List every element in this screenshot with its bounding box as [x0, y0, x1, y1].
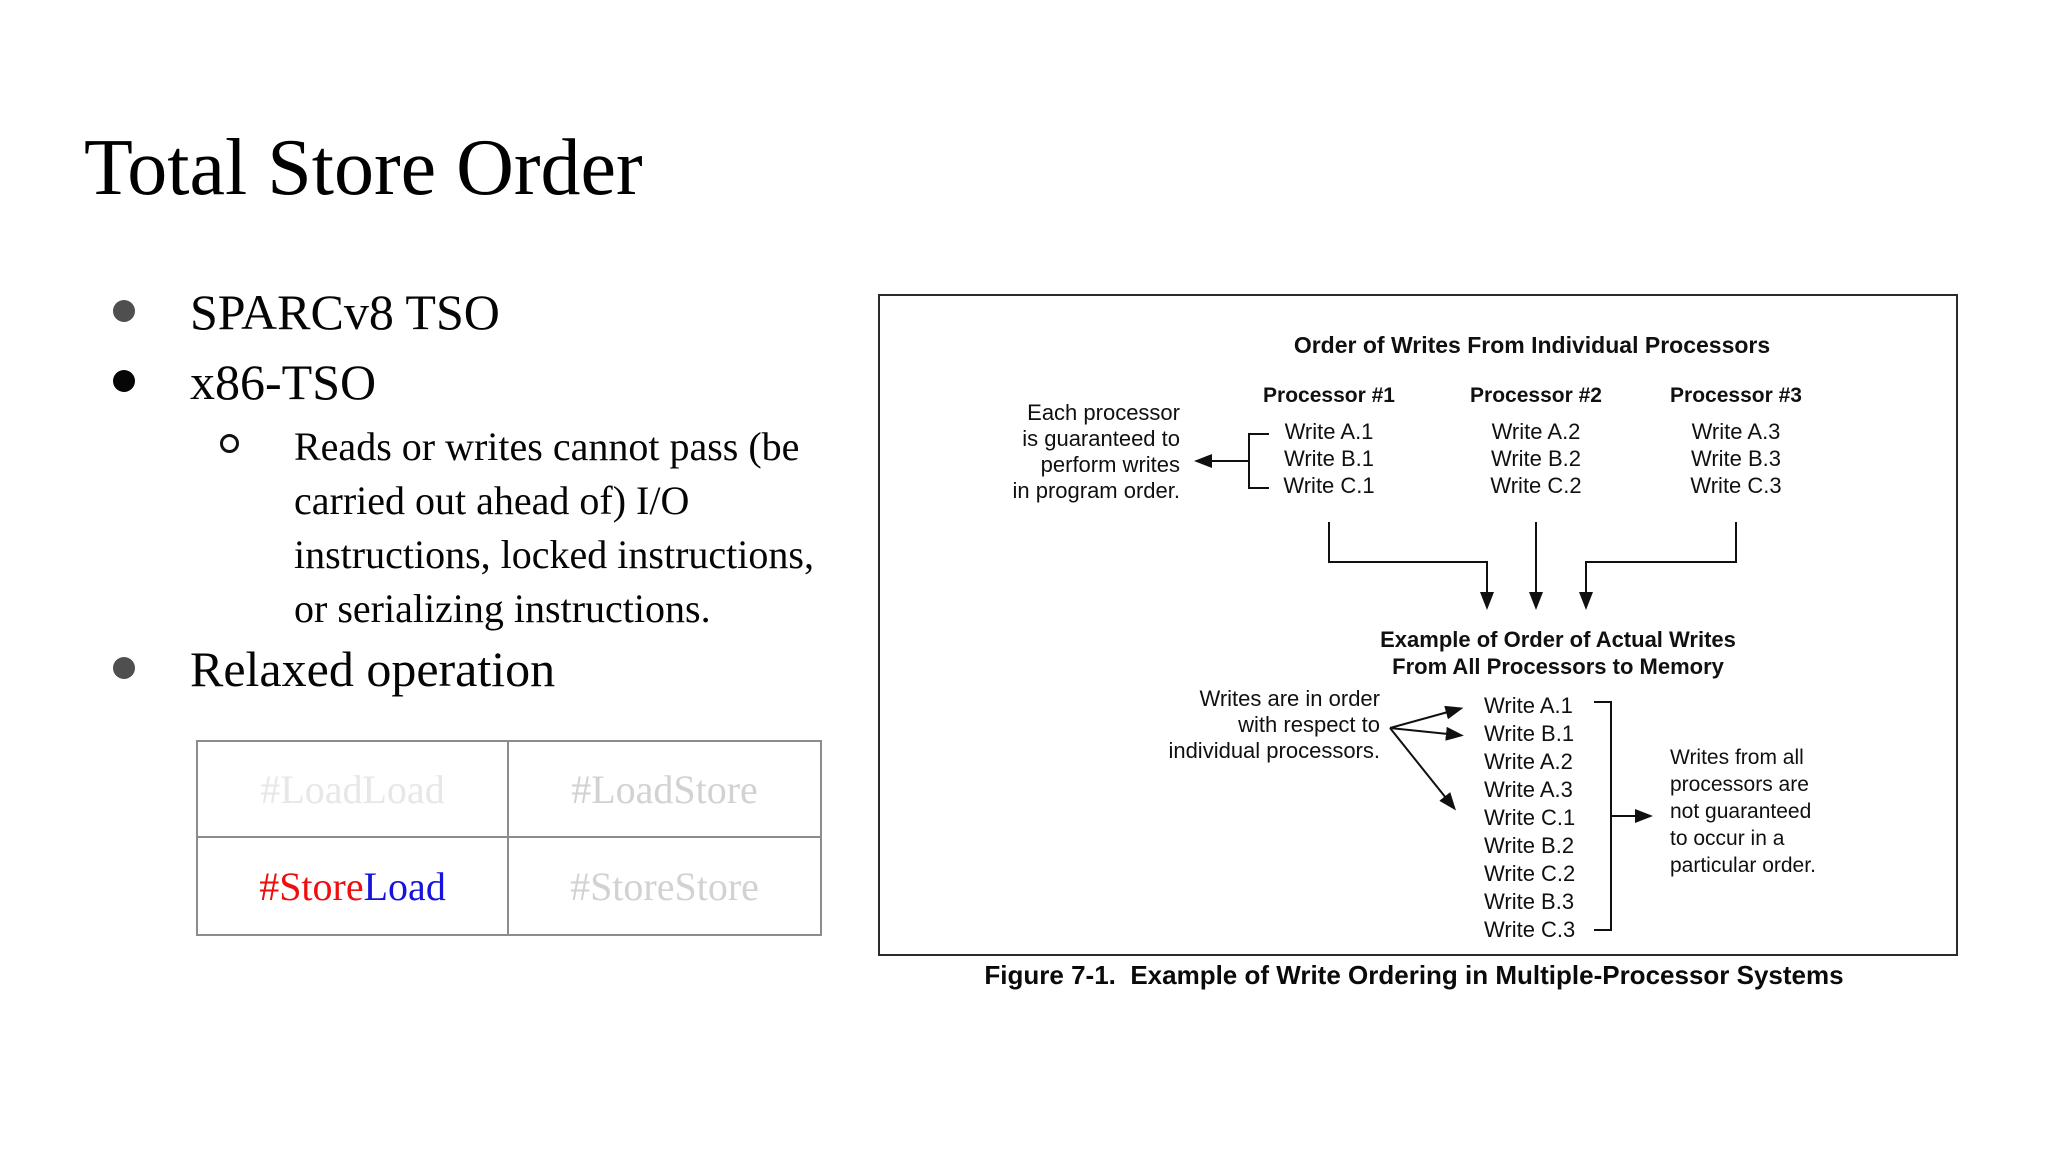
left-note-line: is guaranteed to	[1022, 426, 1180, 451]
write-item: Write B.2	[1490, 446, 1582, 471]
sub-bullet-ring-icon	[220, 434, 239, 453]
page-title: Total Store Order	[84, 124, 643, 212]
bullet-dot	[113, 300, 135, 322]
memory-order-heading-line: Example of Order of Actual Writes	[1380, 627, 1736, 652]
right-note-line: to occur in a	[1670, 827, 1785, 850]
figure-caption: Figure 7-1. Example of Write Ordering in…	[984, 960, 1844, 990]
write-list-p3: Write A.3 Write B.3 Write C.3	[1690, 418, 1781, 499]
figure-title: Order of Writes From Individual Processo…	[1293, 332, 1771, 358]
write-item: Write C.3	[1690, 473, 1782, 498]
figure-panel: Order of Writes From Individual Processo…	[878, 294, 1958, 956]
write-list-p1: Write A.1 Write B.1 Write C.1	[1283, 418, 1374, 499]
bullet-dot	[113, 370, 135, 392]
storeload-store-part: #Store	[259, 863, 364, 909]
memory-write-item: Write B.1	[1484, 721, 1575, 746]
memory-write-item: Write A.3	[1484, 777, 1573, 802]
sub-bullet-text: Reads or writes cannot pass (be carried …	[294, 420, 814, 636]
left-note-line: in program order.	[1012, 478, 1180, 503]
left-note: Each processor is guaranteed to perform …	[920, 400, 1180, 504]
bullet-dot	[113, 657, 135, 679]
write-item: Write A.1	[1284, 419, 1374, 444]
memory-write-item: Write B.2	[1484, 833, 1575, 858]
bullet-item-sparcv8: SPARCv8 TSO	[190, 284, 500, 340]
table-cell-loadstore: #LoadStore	[509, 742, 820, 838]
write-list-p2: Write A.2 Write B.2 Write C.2	[1490, 418, 1581, 499]
left-note-line: perform writes	[1040, 452, 1180, 477]
processor-heading-2: Processor #2	[1470, 384, 1602, 407]
figure-connectors	[1194, 433, 1737, 931]
sub-bullet-line: instructions, locked instructions,	[294, 532, 814, 577]
write-item: Write B.1	[1283, 446, 1375, 471]
write-item: Write A.2	[1491, 419, 1581, 444]
table-cell-storestore: #StoreStore	[570, 863, 759, 909]
order-note-line: individual processors.	[1168, 738, 1380, 763]
order-note-line: with respect to	[1238, 712, 1380, 737]
memory-write-list: Write A.1 Write B.1 Write A.2 Write A.3 …	[1484, 692, 1575, 944]
right-note-line: Writes from all	[1670, 746, 1804, 769]
memory-order-heading: Example of Order of Actual Writes From A…	[1380, 626, 1736, 680]
memory-write-item: Write C.2	[1484, 861, 1576, 886]
bullet-item-relaxed: Relaxed operation	[190, 641, 556, 697]
table-cell-loadload: #LoadLoad	[198, 742, 509, 838]
memory-write-item: Write C.3	[1484, 917, 1576, 942]
left-note-line: Each processor	[1027, 400, 1180, 425]
write-item: Write A.3	[1691, 419, 1781, 444]
memory-order-heading-line: From All Processors to Memory	[1392, 654, 1724, 679]
memory-write-item: Write C.1	[1484, 805, 1576, 830]
memory-write-item: Write A.2	[1484, 749, 1573, 774]
fan-arrows	[1389, 705, 1464, 811]
order-note: Writes are in order with respect to indi…	[1040, 686, 1380, 764]
processor-heading-3: Processor #3	[1670, 384, 1802, 407]
write-item: Write C.2	[1490, 473, 1582, 498]
right-note-line: not guaranteed	[1670, 800, 1812, 823]
sub-bullet-line: Reads or writes cannot pass (be	[294, 424, 800, 469]
order-note-line: Writes are in order	[1199, 686, 1380, 711]
write-item: Write B.3	[1690, 446, 1782, 471]
sub-bullet-line: carried out ahead of) I/O	[294, 478, 690, 523]
right-note-line: processors are	[1670, 773, 1809, 796]
right-note-line: particular order.	[1670, 854, 1816, 877]
bracket-memory	[1594, 701, 1653, 931]
right-note: Writes from all processors are not guara…	[1670, 744, 1816, 879]
bullet-item-x86tso: x86-TSO	[190, 354, 377, 410]
processor-heading-1: Processor #1	[1263, 384, 1395, 407]
memory-write-item: Write A.1	[1484, 693, 1573, 718]
sub-bullet-line: or serializing instructions.	[294, 586, 711, 631]
drop-arrow-p1	[1328, 522, 1494, 610]
bracket-p1	[1194, 433, 1269, 489]
drop-arrow-p3	[1579, 522, 1737, 610]
storeload-load-part: Load	[363, 863, 446, 909]
write-item: Write C.1	[1283, 473, 1375, 498]
memory-write-item: Write B.3	[1484, 889, 1575, 914]
